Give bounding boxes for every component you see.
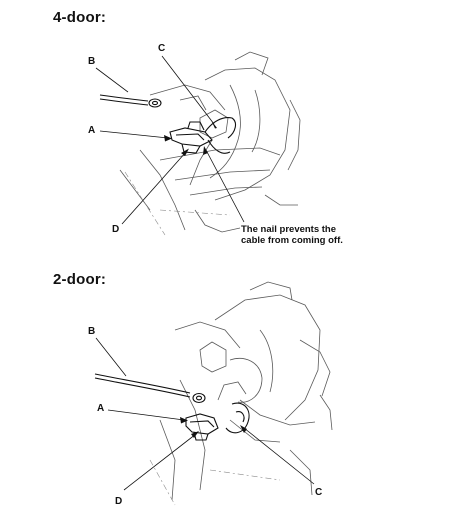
four-door-heading: 4-door: [53,9,107,26]
two-door-heading: 2-door: [53,271,107,288]
nail-note-line-2: cable from coming off. [241,235,343,246]
nail-note-line-1: The nail prevents the [241,224,337,235]
two-door-callout-d: D [115,496,123,507]
four-door-callout-a: A [88,125,96,136]
two-door-illustration [94,281,333,506]
two-door-callout-a: A [97,403,105,414]
four-door-callout-d: D [112,224,120,235]
four-door-callout-c: C [158,43,166,54]
two-door-callout-c: C [315,487,323,498]
four-door-illustration [95,51,301,236]
two-door-callout-b: B [88,326,96,337]
four-door-callout-b: B [88,56,96,67]
nail-note: The nail prevents the cable from coming … [241,224,343,246]
